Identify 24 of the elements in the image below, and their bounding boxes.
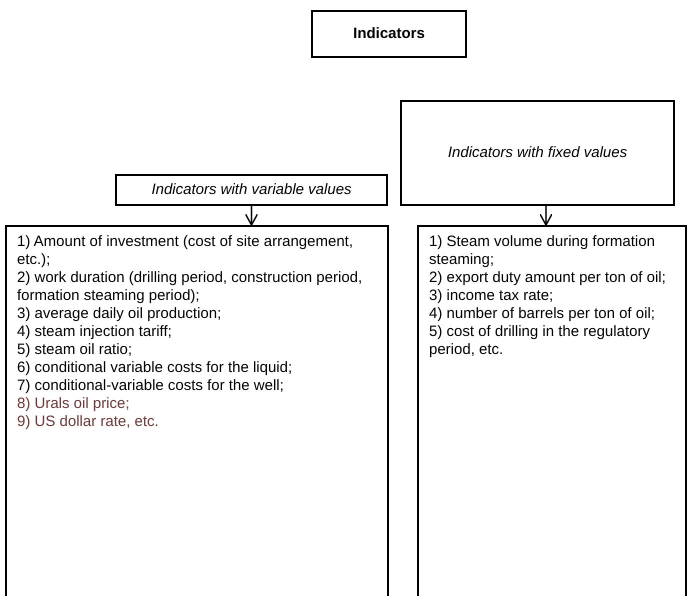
- box-title: Indicators with fixed values: [448, 144, 628, 162]
- list-item: 1) Amount of investment (cost of site arrangement, etc.);: [17, 233, 354, 269]
- list-item: 3) income tax rate;: [429, 287, 554, 305]
- list-item: 2) work duration (drilling period, construction period, formation steaming period);: [17, 269, 364, 305]
- box-title: Indicators with variable values: [151, 181, 352, 199]
- list-box: [5, 225, 389, 596]
- header-box: [311, 10, 467, 58]
- list-item: 5) steam oil ratio;: [17, 341, 134, 359]
- header-box: [400, 100, 675, 206]
- list-item: 4) steam injection tariff;: [17, 323, 173, 341]
- list-item: 7) conditional-variable costs for the well;: [17, 377, 285, 395]
- arrow: [539, 206, 553, 226]
- list-item: 9) US dollar rate, etc.: [17, 413, 160, 431]
- list-item: 5) cost of drilling in the regulatory period, etc.: [429, 323, 651, 359]
- arrow: [244, 206, 258, 226]
- list-item: 4) number of barrels per ton of oil;: [429, 305, 656, 323]
- header-box: [115, 174, 388, 206]
- list-item: 1) Steam volume during formation steaming;: [429, 233, 656, 269]
- list-box: [417, 225, 687, 596]
- list-item: 6) conditional variable costs for the liquid;: [17, 359, 294, 377]
- list-item: 8) Urals oil price;: [17, 395, 131, 413]
- box-title: Indicators: [353, 25, 425, 43]
- list-item: 3) average daily oil production;: [17, 305, 222, 323]
- list-item: 2) export duty amount per ton of oil;: [429, 269, 667, 287]
